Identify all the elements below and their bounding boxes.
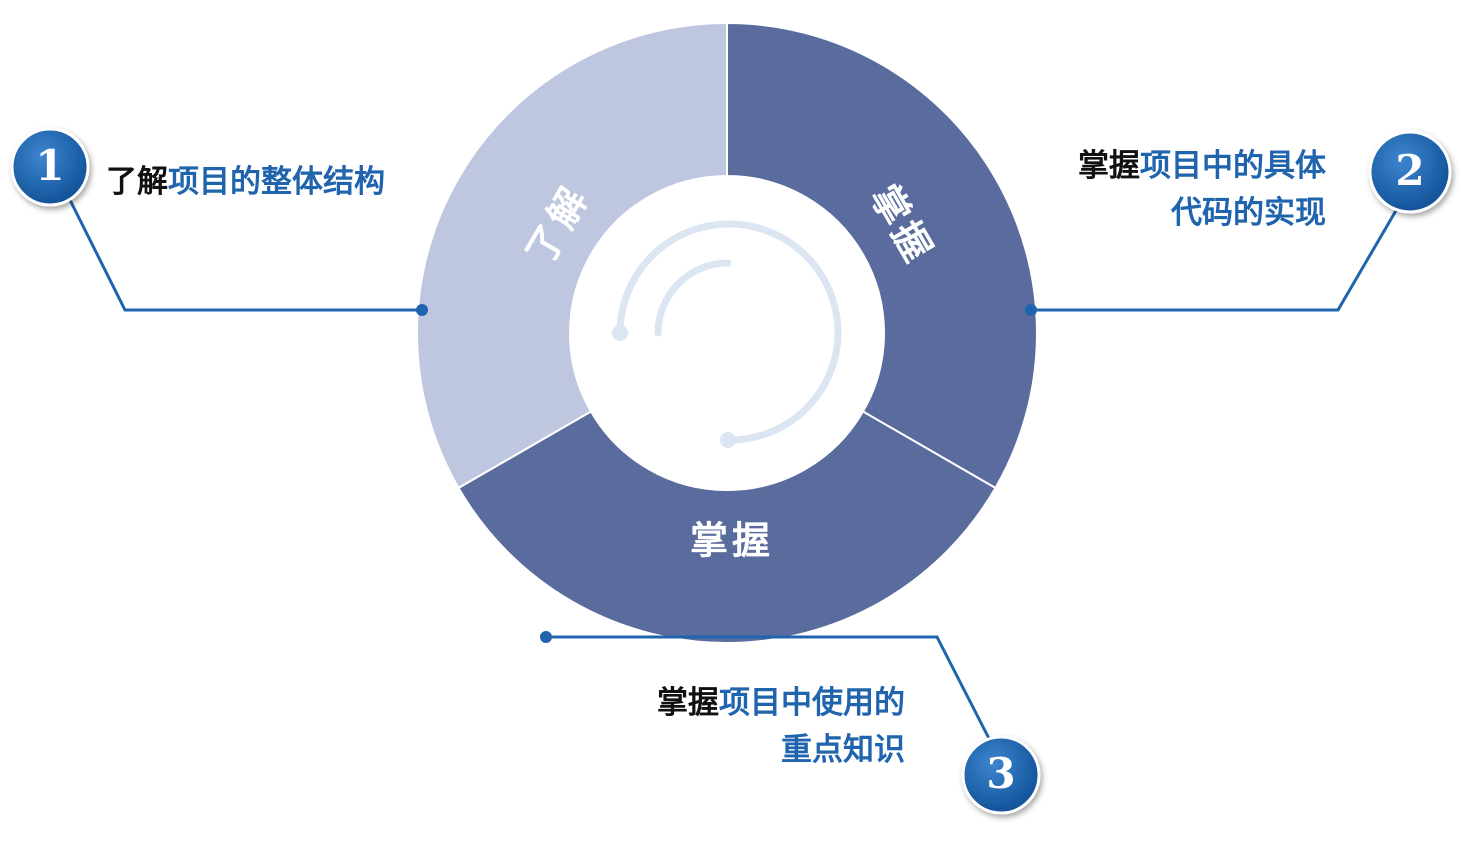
callout-3-lead: 掌握 <box>657 685 719 721</box>
number-badge-3: 3 <box>961 735 1041 815</box>
center-decoration-icon <box>612 220 842 448</box>
callout-3-line-1: 掌握项目中使用的 <box>657 680 905 727</box>
callout-1-lead: 了解 <box>106 164 168 200</box>
callout-3-rest: 项目中使用的 <box>719 685 905 721</box>
number-badge-1-text: 1 <box>35 141 64 190</box>
callout-1: 了解项目的整体结构 <box>106 159 385 206</box>
number-badge-3-text: 3 <box>986 749 1015 798</box>
callout-2-line-1: 掌握项目中的具体 <box>1078 143 1326 190</box>
number-badge-1: 1 <box>10 127 90 207</box>
callout-2-lead: 掌握 <box>1078 148 1140 184</box>
callout-3-line-2: 重点知识 <box>781 732 905 768</box>
connector-line-1 <box>63 189 422 312</box>
connector-dot-1 <box>416 304 428 316</box>
segment-understand <box>416 21 728 490</box>
segment-master-bottom <box>457 410 997 644</box>
segment-master-right <box>726 21 1038 490</box>
callout-1-rest: 项目的整体结构 <box>168 164 385 200</box>
connector-dot-3 <box>540 631 552 643</box>
number-badge-2: 2 <box>1368 130 1452 214</box>
callout-3: 掌握项目中使用的 重点知识 <box>657 680 905 774</box>
callout-1-line-1: 了解项目的整体结构 <box>106 159 385 206</box>
callout-2-line-2: 代码的实现 <box>1171 195 1326 231</box>
callout-2-rest: 项目中的具体 <box>1140 148 1326 184</box>
connector-line-2 <box>1031 189 1410 312</box>
number-badge-2-text: 2 <box>1395 146 1424 195</box>
connector-dot-2 <box>1025 304 1037 316</box>
callout-2: 掌握项目中的具体 代码的实现 <box>1078 143 1326 237</box>
segment-label-master-bottom: 掌握 <box>690 519 774 563</box>
connector-line-3 <box>546 635 1002 761</box>
